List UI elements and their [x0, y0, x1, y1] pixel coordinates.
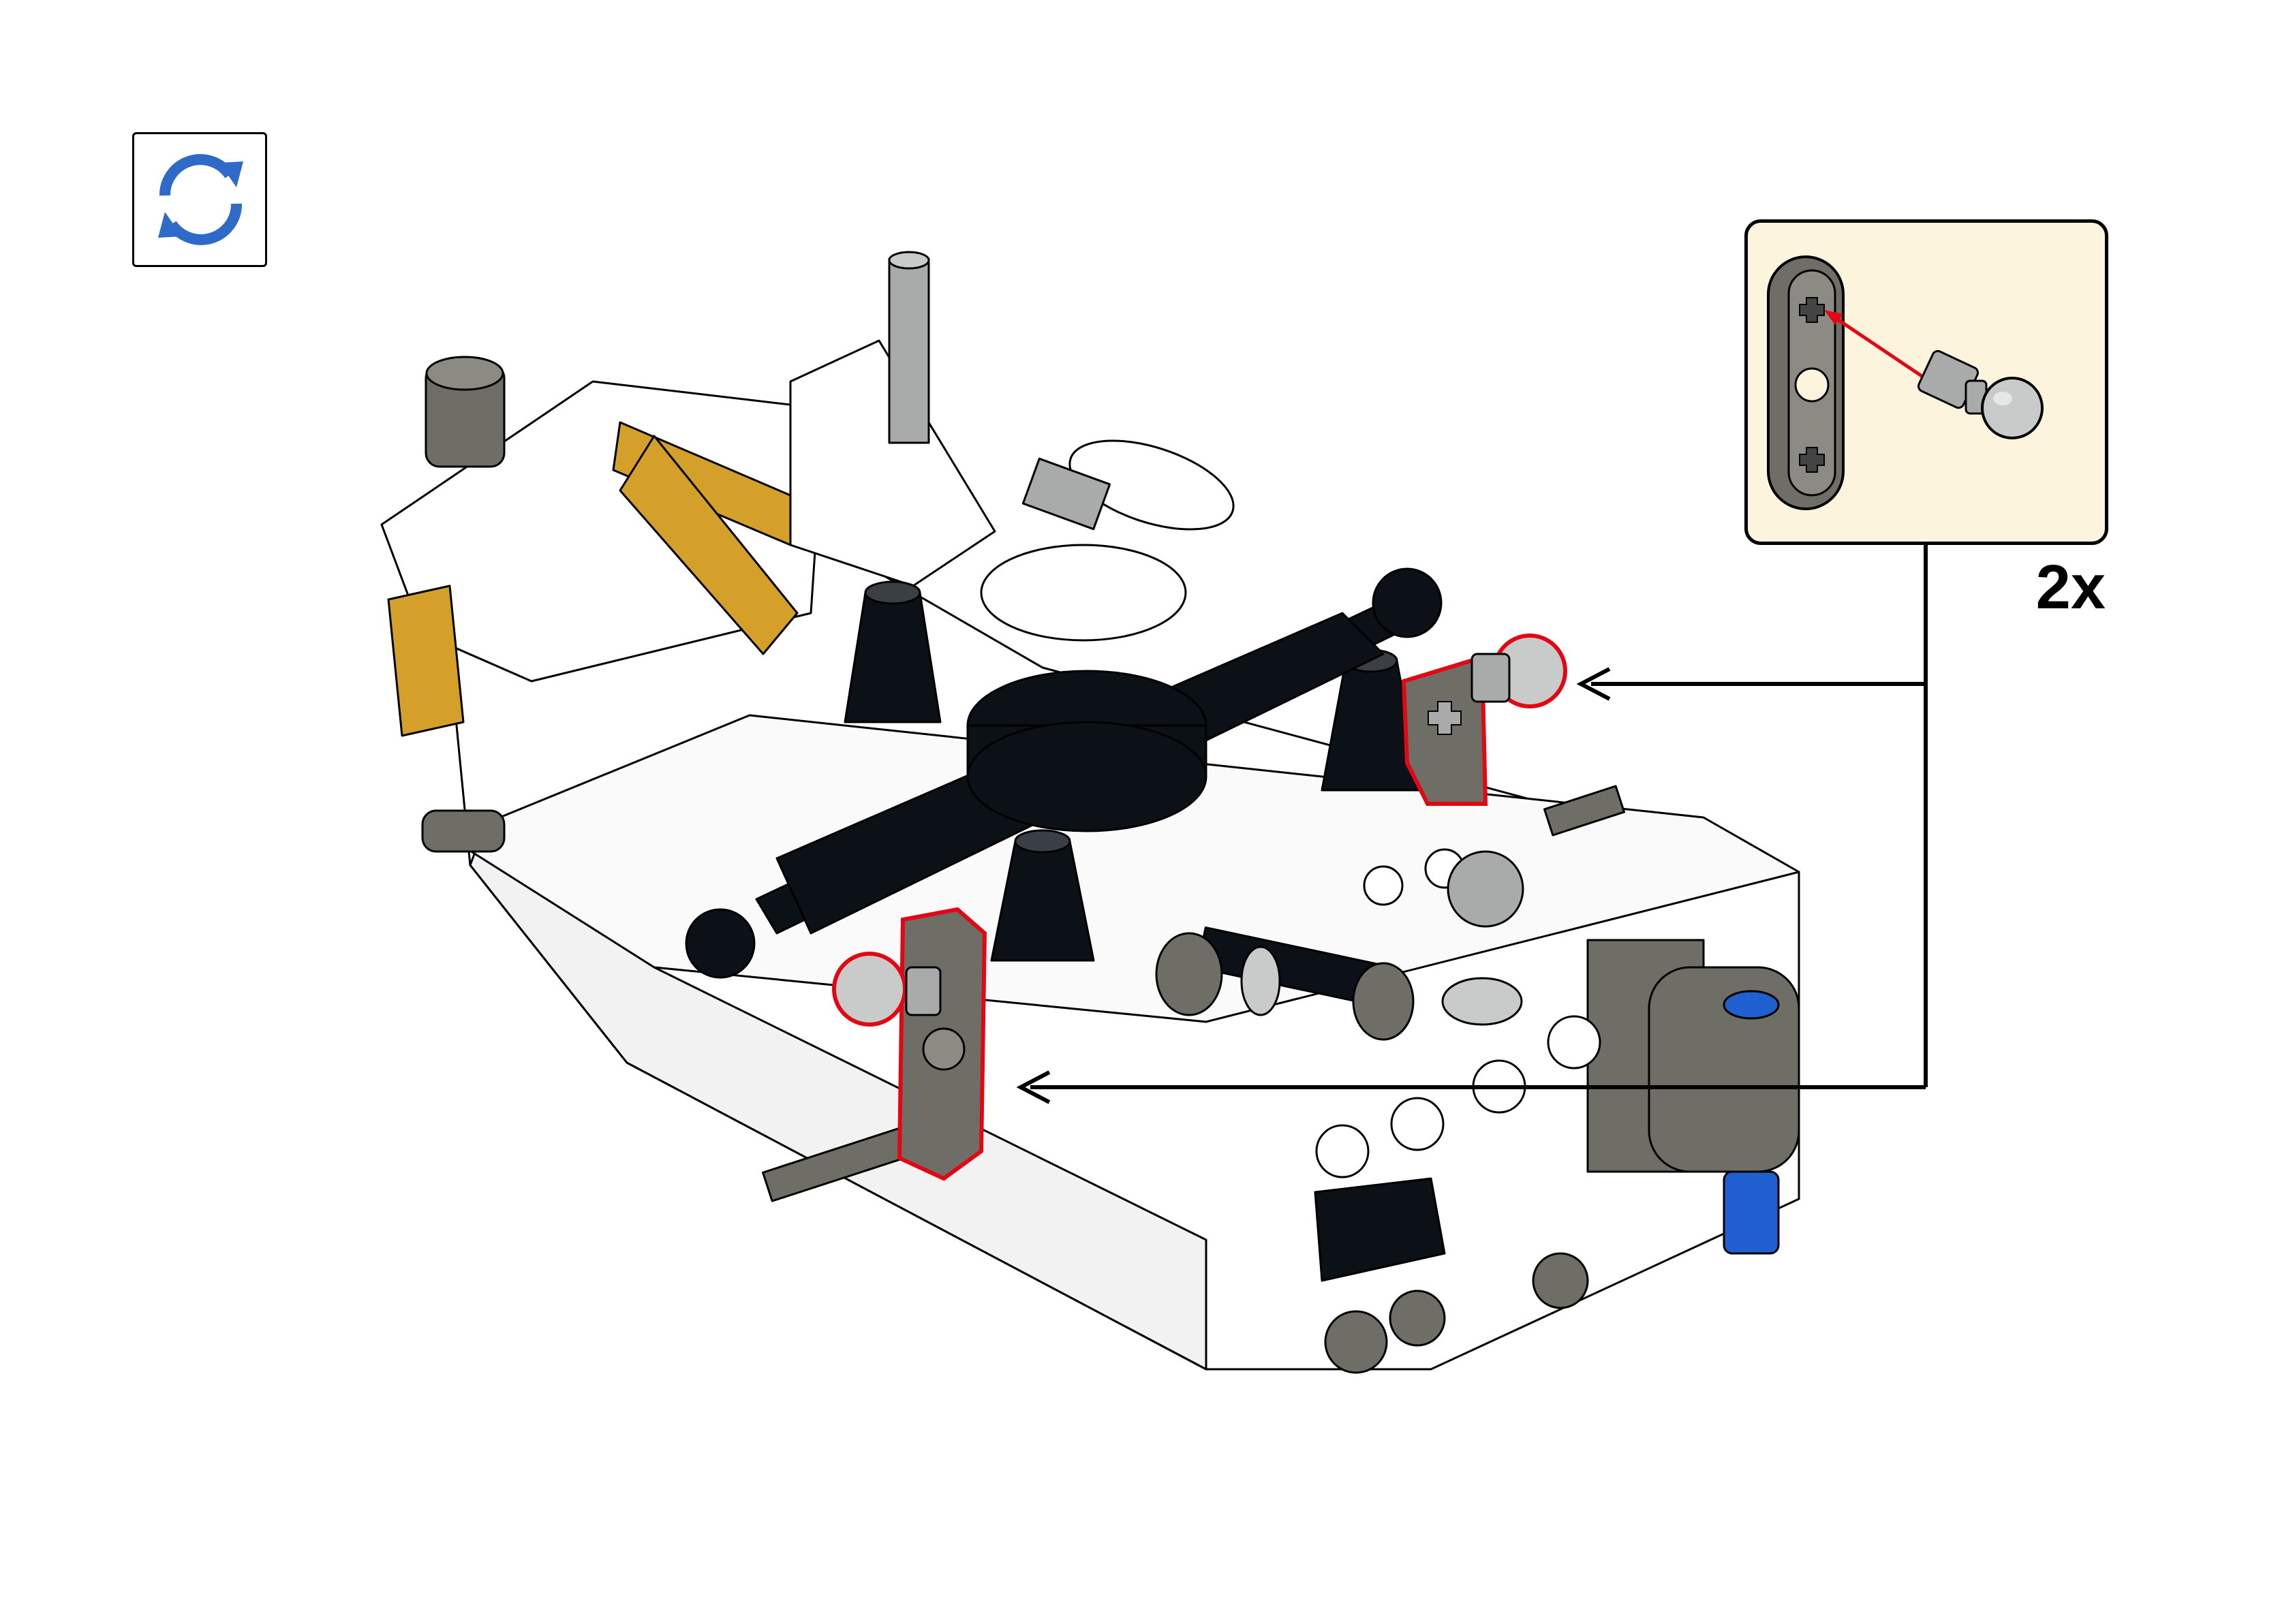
added-liftarm-left — [832, 907, 987, 1181]
quantity-label: 2x — [2035, 552, 2106, 622]
added-liftarm-right — [1401, 634, 1567, 806]
liftarm-part — [1767, 255, 1845, 510]
rotate-model-icon — [158, 154, 243, 245]
parts-callout — [1744, 219, 2108, 545]
callout-pointer-lines — [1016, 545, 1928, 1104]
ball-joint-pin-part — [1917, 349, 2044, 439]
rotate-model-indicator — [132, 132, 267, 267]
insert-arrow — [1828, 312, 1933, 385]
callout-parts-illustration — [1767, 255, 2044, 510]
